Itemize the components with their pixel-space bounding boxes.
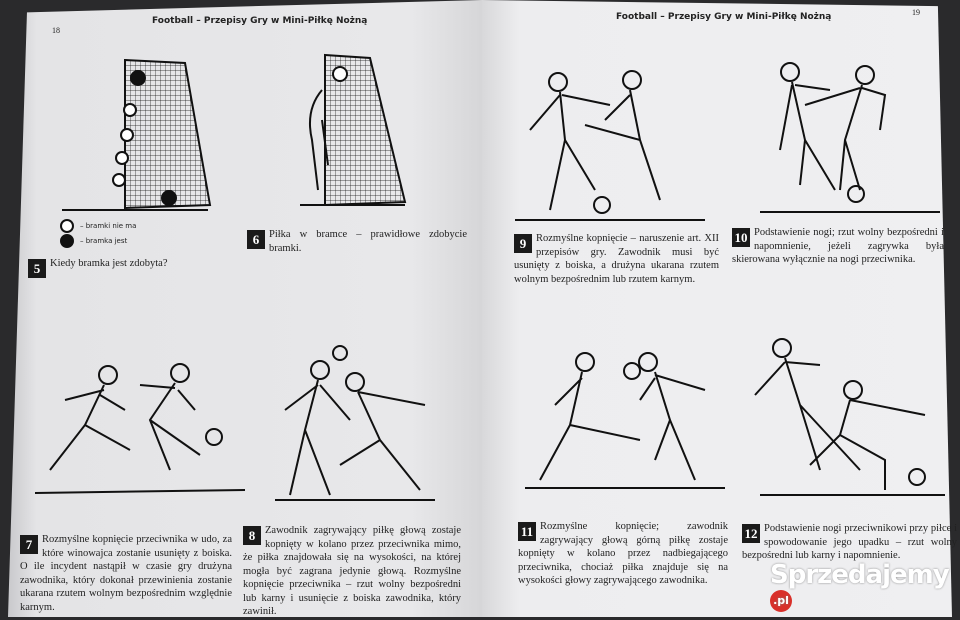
- caption-number: 9: [514, 234, 532, 253]
- caption-text: Kiedy bramka jest zdobyta?: [50, 258, 168, 269]
- legend-goal: – bramka jest: [80, 237, 128, 245]
- watermark-text: Sprzedajemy: [770, 560, 950, 590]
- legend-no-goal: – bramki nie ma: [80, 222, 137, 230]
- players-illustration-8: [275, 345, 435, 501]
- players-illustration-10: [760, 62, 940, 213]
- page-number-left: 18: [52, 26, 60, 35]
- caption-text: Zawodnik zagrywający piłkę głową zostaje…: [243, 525, 461, 617]
- players-illustration-12: [754, 338, 945, 496]
- caption-5: 5 Kiedy bramka jest zdobyta?: [28, 257, 228, 278]
- players-illustration-7: [34, 363, 246, 494]
- watermark-badge: .pl: [770, 590, 792, 612]
- players-illustration-9: [515, 70, 705, 221]
- caption-text: Rozmyślne kopnięcie; zawodnik zagrywając…: [518, 521, 728, 586]
- page-number-right: 19: [912, 8, 920, 17]
- caption-number: 11: [518, 522, 536, 541]
- header-right: Football – Przepisy Gry w Mini-Piłkę Noż…: [616, 12, 832, 22]
- caption-number: 10: [732, 228, 750, 247]
- caption-text: Rozmyślne kopnięcie przeciwnika w udo, z…: [20, 534, 232, 613]
- caption-text: Podstawienie nogi przeciwnikowi przy pił…: [742, 523, 957, 561]
- left-page: [8, 0, 482, 617]
- players-illustration-11: [525, 352, 725, 489]
- caption-number: 6: [247, 230, 265, 249]
- caption-text: Rozmyślne kopnięcie – naruszenie art. XI…: [514, 233, 719, 285]
- caption-number: 12: [742, 524, 760, 543]
- watermark: Sprzedajemy.pl: [770, 560, 960, 620]
- header-left: Football – Przepisy Gry w Mini-Piłkę Noż…: [152, 16, 368, 26]
- caption-text: Podstawienie nogi; rzut wolny bezpośredn…: [732, 227, 944, 265]
- caption-text: Piłka w bramce – prawidłowe zdobycie bra…: [269, 229, 467, 254]
- caption-number: 7: [20, 535, 38, 554]
- caption-number: 5: [28, 259, 46, 278]
- caption-number: 8: [243, 526, 261, 545]
- goal-illustration-5: [60, 58, 212, 248]
- goal-illustration-6: [300, 53, 407, 207]
